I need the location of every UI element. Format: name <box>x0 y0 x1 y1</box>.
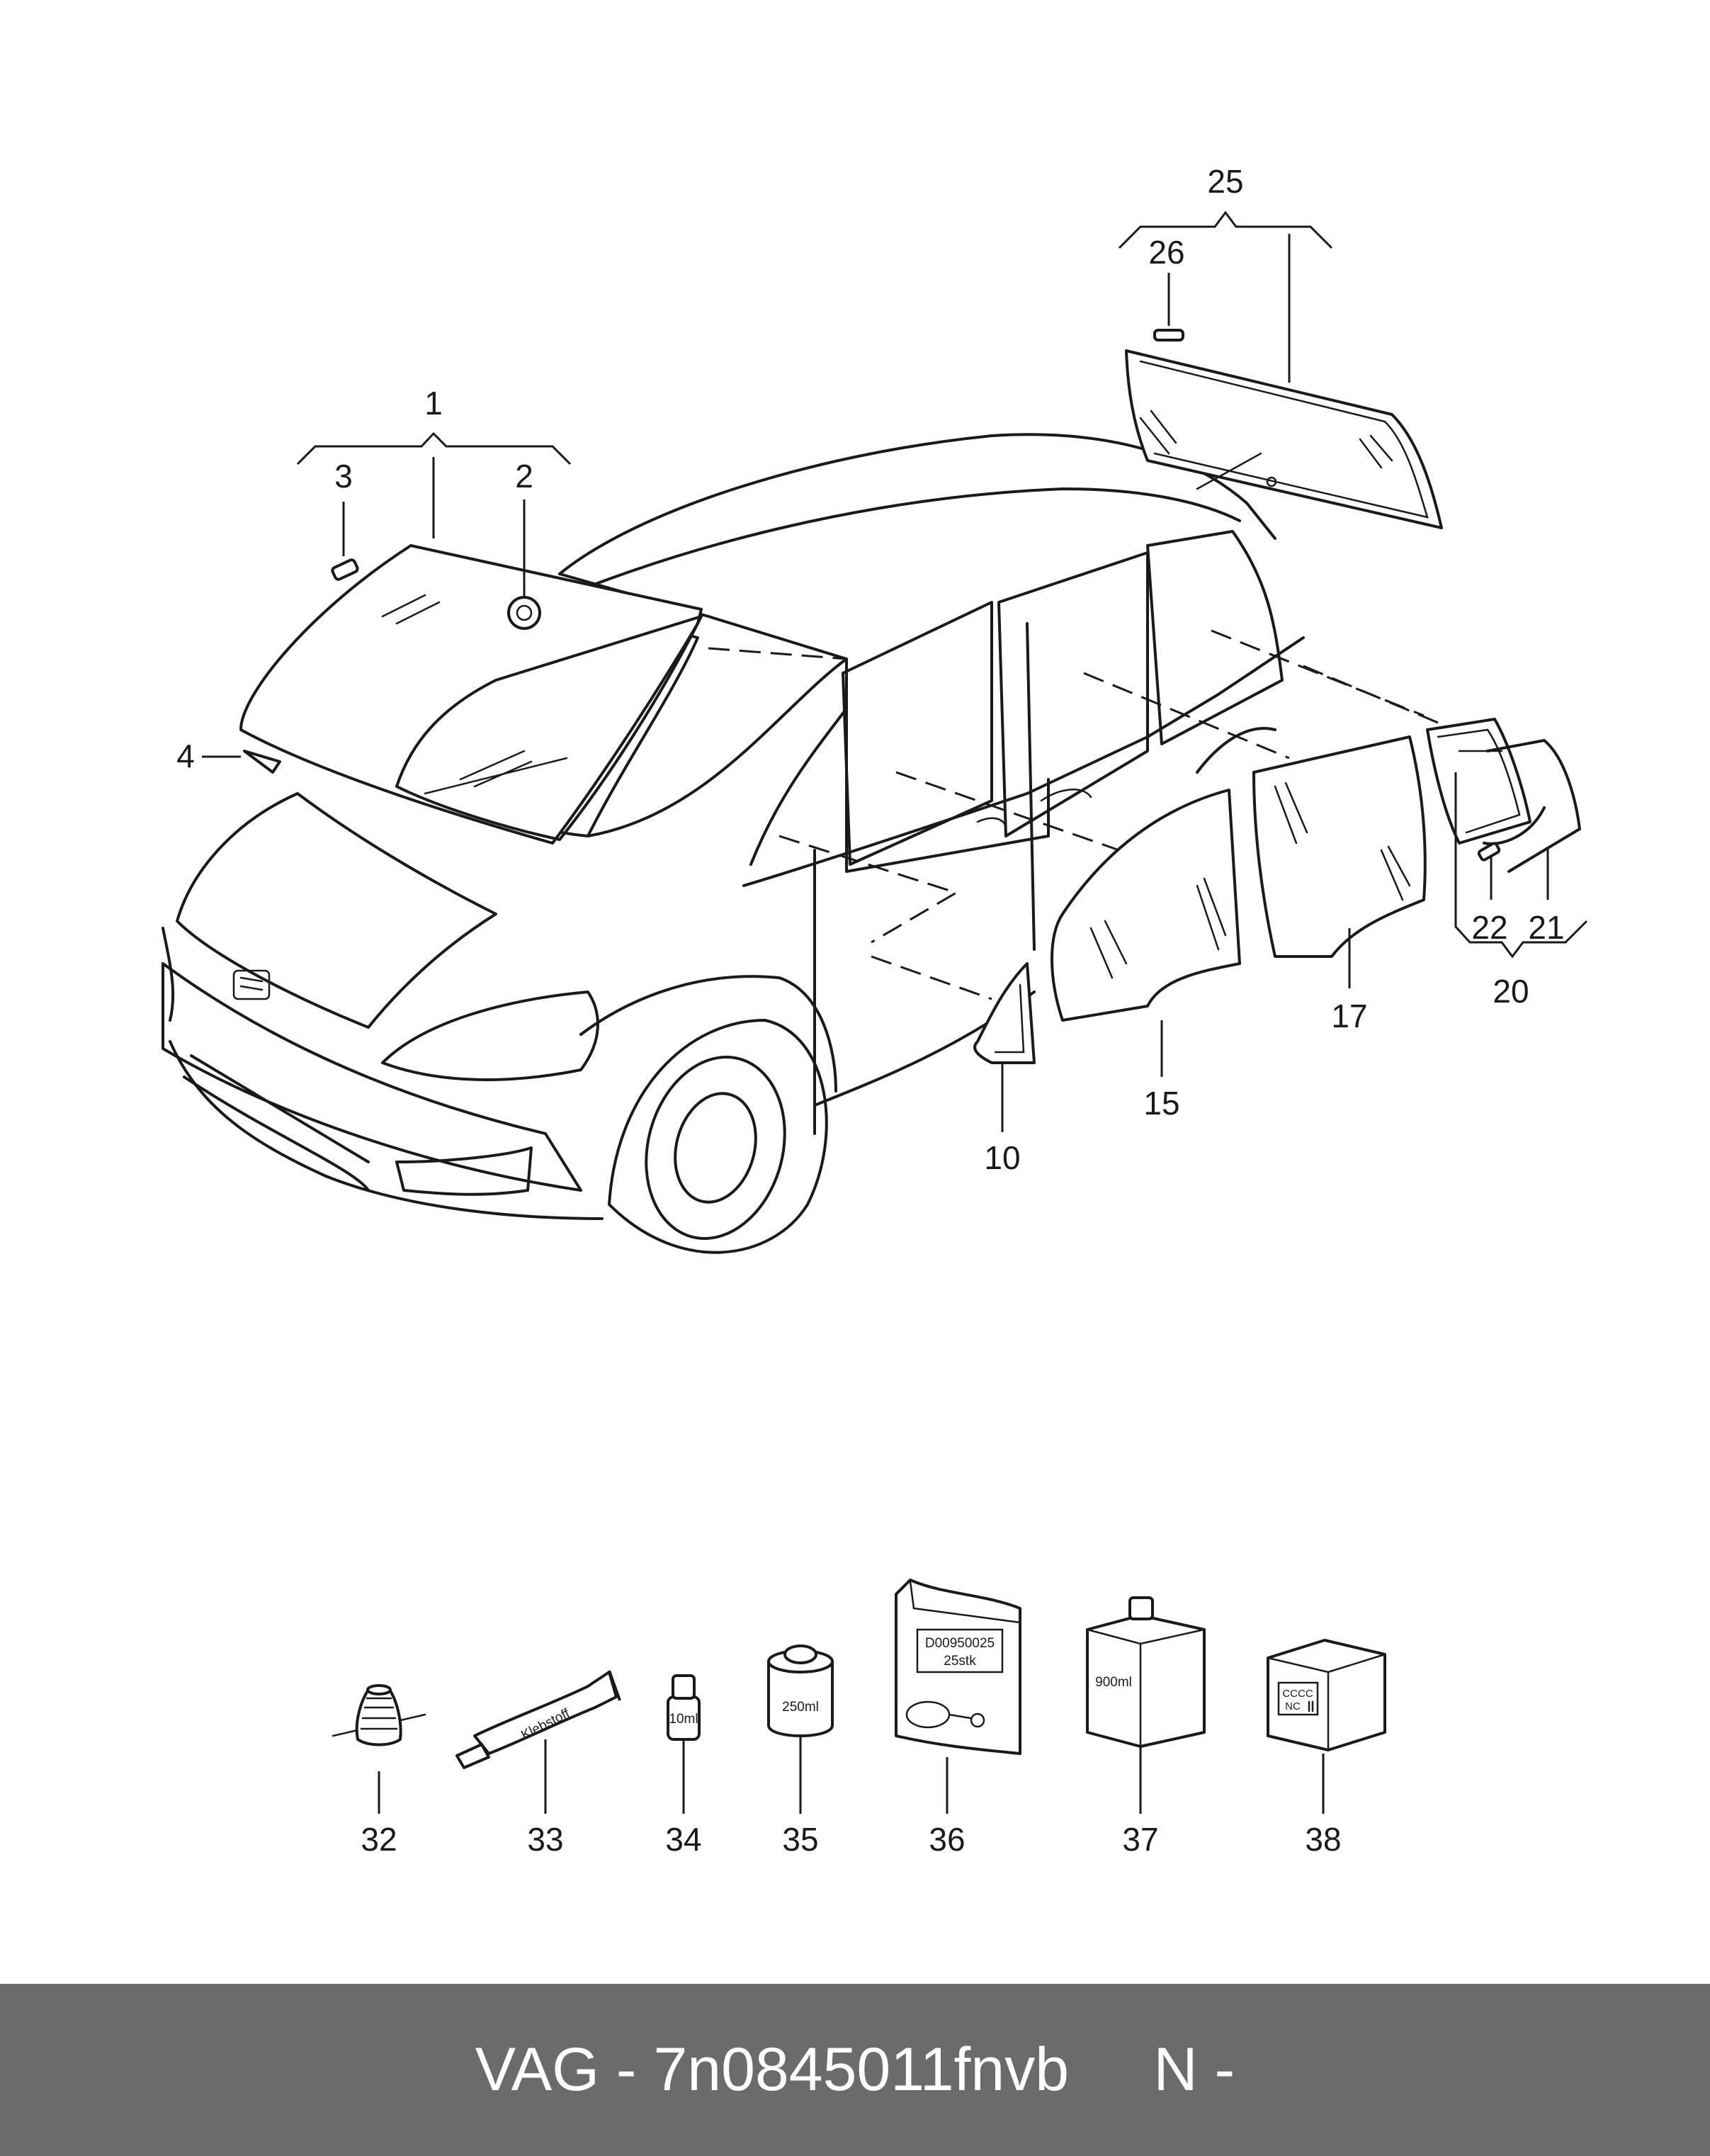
callout-3: 3 <box>334 458 353 495</box>
small-bottle-icon: 10ml <box>667 1674 701 1741</box>
callout-35: 35 <box>782 1821 818 1858</box>
footer-part-number: VAG - 7n0845011fnvb N - <box>475 2036 1235 2104</box>
callout-22: 22 <box>1471 909 1507 946</box>
adhesive-tube-icon: Klebstoff <box>455 1670 621 1769</box>
callout-21: 21 <box>1528 909 1564 946</box>
callout-20: 20 <box>1493 973 1529 1010</box>
quarter-glass-part <box>973 962 1036 1064</box>
box-label-1: CCCC <box>1282 1688 1313 1700</box>
can-icon: 250ml <box>767 1644 834 1737</box>
callout-1: 1 <box>424 385 443 422</box>
callout-36: 36 <box>929 1821 965 1858</box>
rear-door-glass-part <box>1252 735 1427 958</box>
clip-icon <box>331 558 359 581</box>
callout-15: 15 <box>1143 1085 1179 1122</box>
can-label: 250ml <box>782 1700 819 1715</box>
bag-label-1: D00950025 <box>925 1636 995 1651</box>
rear-side-window-part <box>1426 718 1581 873</box>
window-clip-icon <box>1477 842 1501 862</box>
box-label-2: NC <box>1285 1700 1301 1712</box>
callout-10: 10 <box>984 1139 1020 1176</box>
parts-diagram: 1 2 3 4 10 15 17 20 21 22 25 26 32 33 34… <box>162 163 1588 1858</box>
callout-17: 17 <box>1331 998 1367 1034</box>
callout-2: 2 <box>515 458 533 495</box>
leader-lines <box>202 210 1588 1814</box>
rain-sensor-icon <box>507 596 541 630</box>
callout-26: 26 <box>1148 234 1184 271</box>
footer-bar: VAG - 7n0845011fnvb N - <box>0 1984 1710 2156</box>
callout-4: 4 <box>176 738 195 774</box>
windshield-part <box>239 544 703 845</box>
callout-33: 33 <box>527 1821 563 1858</box>
bag-icon: D00950025 25stk <box>895 1579 1021 1755</box>
grommet-icon <box>332 1684 426 1746</box>
canister-label: 900ml <box>1095 1675 1132 1690</box>
callout-32: 32 <box>361 1821 397 1858</box>
canister-icon: 900ml <box>1086 1596 1206 1748</box>
car-body-drawing <box>162 433 1305 1254</box>
callout-25: 25 <box>1207 163 1243 200</box>
callout-34: 34 <box>665 1821 701 1858</box>
callout-labels: 1 2 3 4 10 15 17 20 21 22 25 26 32 33 34… <box>176 163 1564 1858</box>
callout-38: 38 <box>1305 1821 1341 1858</box>
rear-clip-icon <box>1153 329 1184 342</box>
box-icon: CCCC NC <box>1267 1639 1386 1751</box>
rear-window-part <box>1125 329 1443 529</box>
small-bottle-label: 10ml <box>669 1712 698 1727</box>
bag-label-2: 25stk <box>944 1654 976 1669</box>
front-door-glass-part <box>1051 789 1241 1022</box>
callout-37: 37 <box>1122 1821 1158 1858</box>
wedge-icon <box>243 750 281 774</box>
assembly-lines <box>708 629 1439 1000</box>
